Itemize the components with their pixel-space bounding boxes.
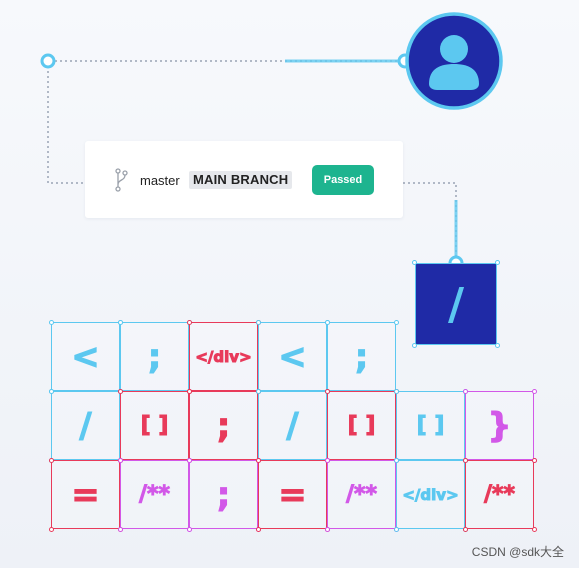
code-box: / xyxy=(412,260,500,348)
corner-dot xyxy=(186,319,192,325)
code-tile: ; xyxy=(120,322,189,391)
corner-dot xyxy=(186,457,192,463)
corner-dot xyxy=(393,457,399,463)
code-tile: = xyxy=(51,460,120,529)
status-badge[interactable]: Passed xyxy=(312,165,374,195)
code-tile: [ ] xyxy=(327,391,396,460)
code-tile: /** xyxy=(120,460,189,529)
corner-dot xyxy=(48,319,54,325)
corner-dot xyxy=(186,388,192,394)
corner-dot xyxy=(117,526,123,532)
code-tile: } xyxy=(465,391,534,460)
corner-dot xyxy=(393,388,399,394)
corner-dot xyxy=(255,526,261,532)
corner-dot xyxy=(531,526,537,532)
corner-dot xyxy=(117,319,123,325)
corner-dot xyxy=(462,526,468,532)
code-tile: / xyxy=(51,391,120,460)
corner-dot xyxy=(531,457,537,463)
corner-dot xyxy=(324,526,330,532)
code-tile: ; xyxy=(189,460,258,529)
corner-dot xyxy=(117,457,123,463)
git-branch-icon xyxy=(115,168,128,192)
corner-dot xyxy=(412,260,417,265)
corner-dot xyxy=(48,388,54,394)
code-tile: ; xyxy=(189,391,258,460)
code-tile: [ ] xyxy=(396,391,465,460)
corner-dot xyxy=(462,457,468,463)
corner-dot xyxy=(393,526,399,532)
corner-dot xyxy=(255,388,261,394)
corner-dot xyxy=(393,319,399,325)
code-tile: < xyxy=(258,322,327,391)
corner-dot xyxy=(255,457,261,463)
corner-dot xyxy=(186,526,192,532)
branch-tag: MAIN BRANCH xyxy=(189,171,293,189)
code-tile: /** xyxy=(327,460,396,529)
corner-dot xyxy=(48,457,54,463)
corner-dot xyxy=(48,526,54,532)
corner-dot xyxy=(531,388,537,394)
corner-dot xyxy=(117,388,123,394)
watermark: CSDN @sdk大全 xyxy=(471,545,564,559)
corner-dot xyxy=(495,343,500,348)
connector-right xyxy=(403,182,457,263)
code-tile: / xyxy=(258,391,327,460)
connector-left xyxy=(47,61,85,184)
code-box-glyph: / xyxy=(447,278,465,330)
branch-name: master xyxy=(140,173,180,188)
corner-dot xyxy=(255,319,261,325)
code-tile: </div> xyxy=(189,322,258,391)
corner-dot xyxy=(462,388,468,394)
connector-node-left xyxy=(40,53,56,69)
corner-dot xyxy=(324,388,330,394)
code-tile: < xyxy=(51,322,120,391)
code-tile: /** xyxy=(465,460,534,529)
corner-dot xyxy=(495,260,500,265)
corner-dot xyxy=(324,457,330,463)
code-tile: </div> xyxy=(396,460,465,529)
user-avatar-icon[interactable] xyxy=(405,12,503,110)
corner-dot xyxy=(412,343,417,348)
corner-dot xyxy=(324,319,330,325)
code-tile: [ ] xyxy=(120,391,189,460)
code-tile: = xyxy=(258,460,327,529)
code-tile: ; xyxy=(327,322,396,391)
